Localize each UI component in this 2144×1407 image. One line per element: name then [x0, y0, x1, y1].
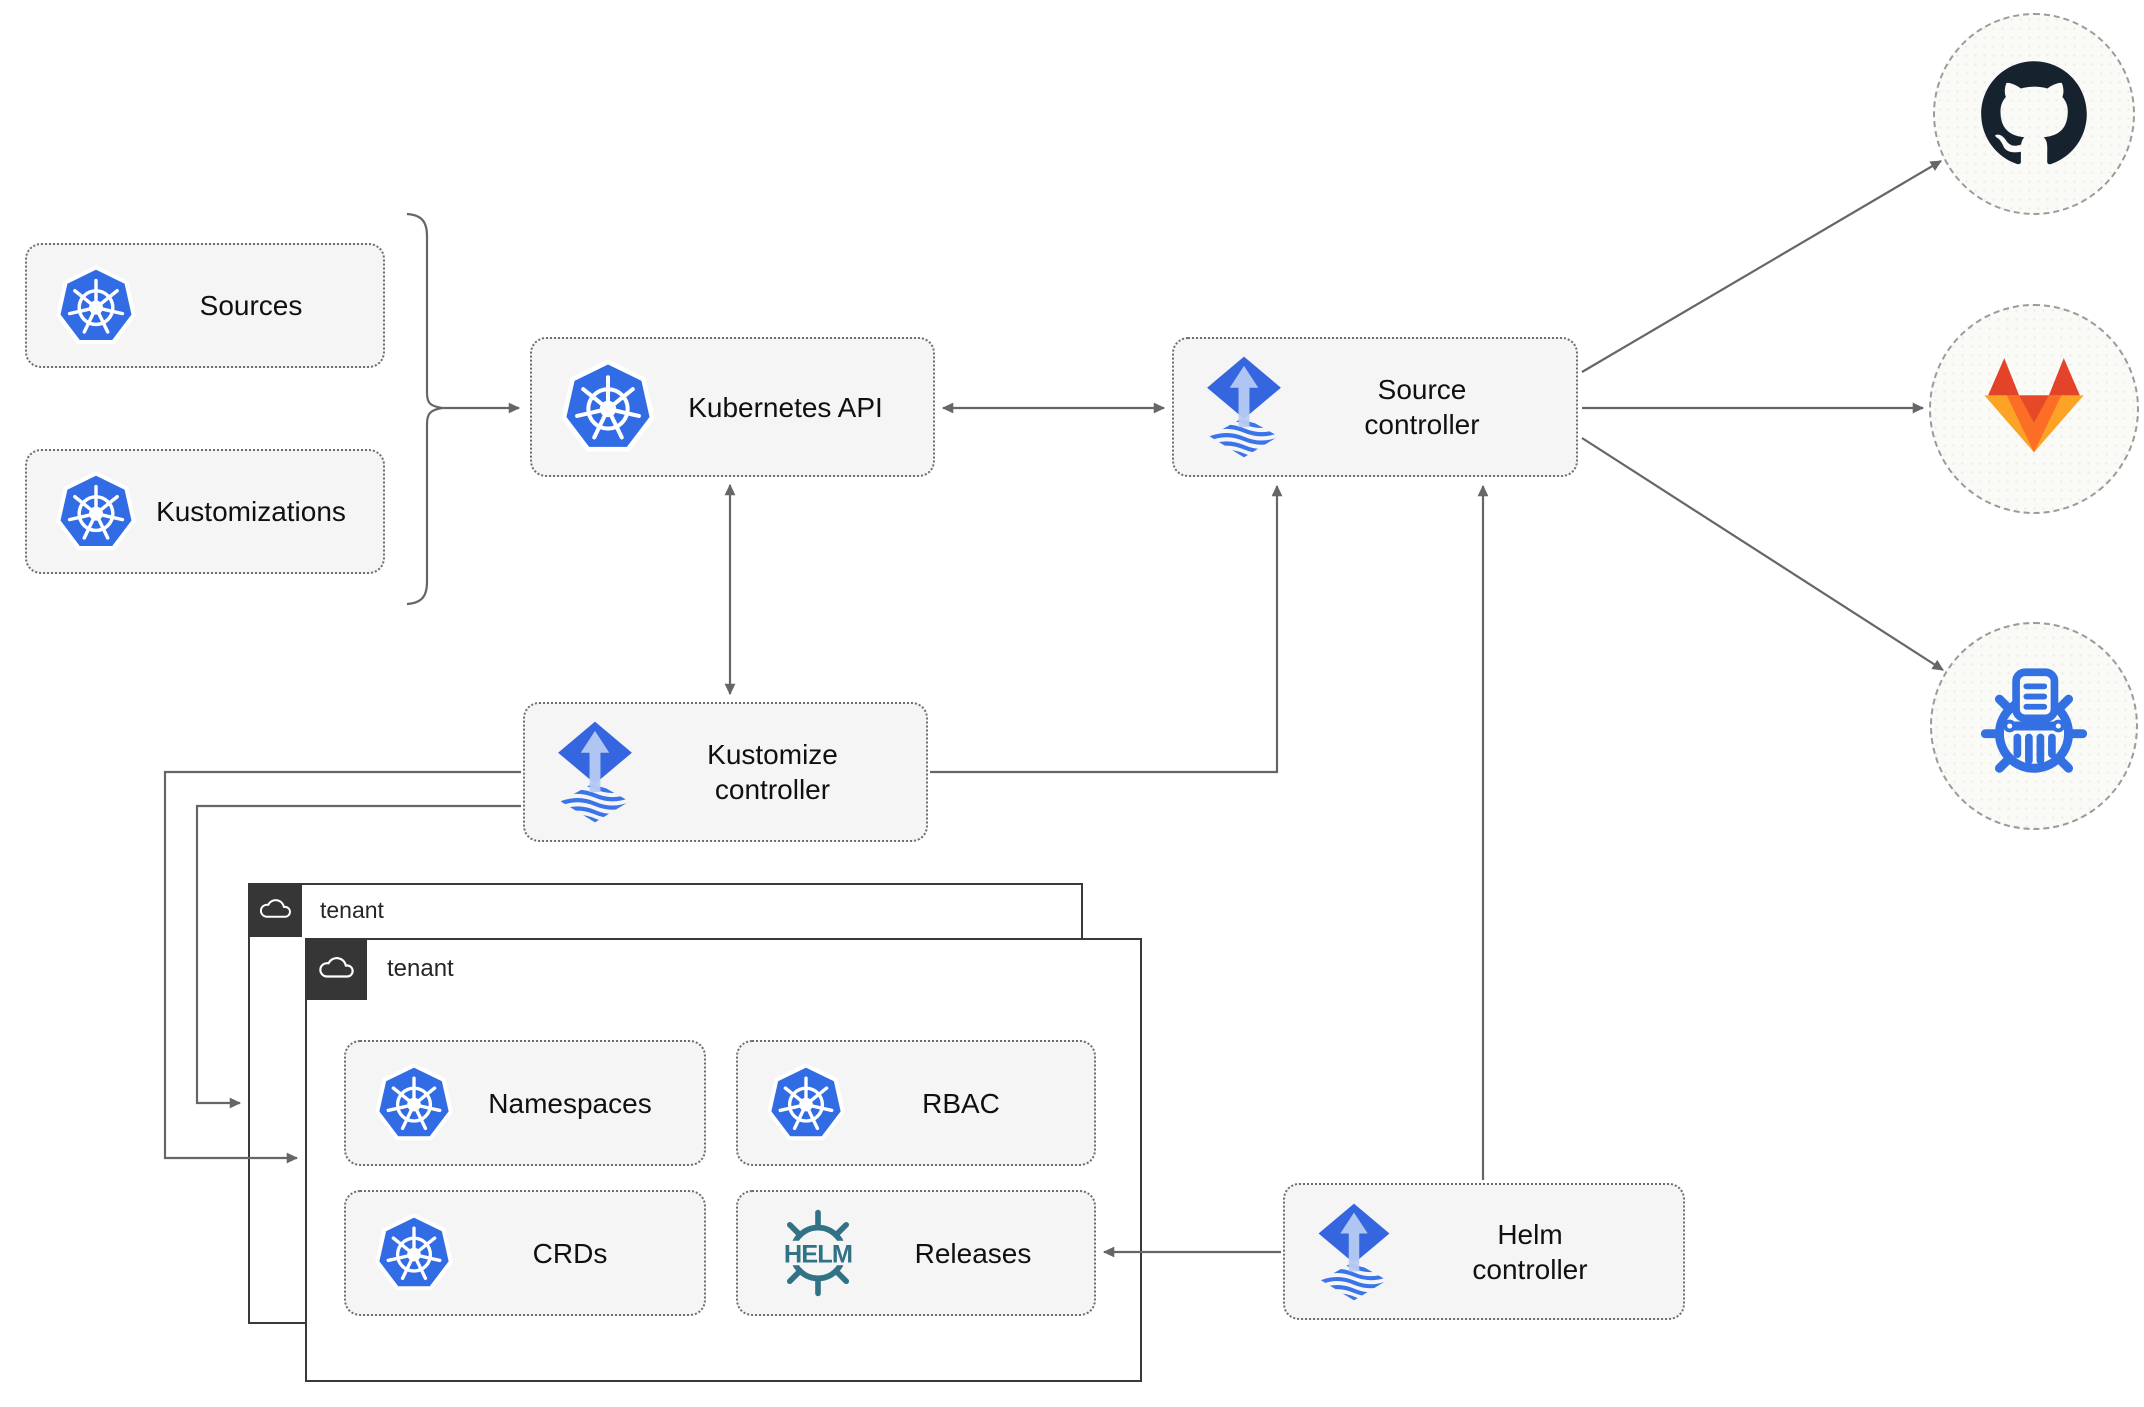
edge-kustomize-to-source-controller — [930, 484, 1283, 774]
node-label: RBAC — [922, 1087, 1000, 1119]
node-sources: Sources — [25, 243, 385, 368]
registry-helm-wheel-icon — [1980, 668, 2088, 773]
helm-wordmark: HELM — [784, 1240, 852, 1268]
node-label: Kustomize controller — [707, 739, 838, 805]
node-label: Namespaces — [488, 1087, 652, 1119]
kubernetes-icon — [55, 265, 137, 347]
provider-gitlab — [1929, 304, 2139, 514]
node-label: Kustomizations — [156, 496, 346, 527]
kubernetes-icon — [374, 1213, 454, 1293]
node-helm-controller: Helm controller — [1283, 1183, 1685, 1320]
node-namespaces: Namespaces — [344, 1040, 706, 1166]
node-label: CRDs — [532, 1237, 608, 1269]
node-label: Source controller — [1364, 374, 1480, 440]
node-label: Sources — [199, 290, 303, 321]
tenant-inner-label: tenant — [387, 955, 454, 982]
node-crds: CRDs — [344, 1190, 706, 1316]
node-kustomize-controller: Kustomize controller — [523, 702, 928, 842]
helm-icon: HELM — [766, 1206, 870, 1300]
kubernetes-icon — [374, 1063, 454, 1143]
gitlab-icon — [1984, 358, 2084, 453]
edge-source-to-registry — [1581, 437, 1944, 671]
node-kubernetes-api: Kubernetes API — [530, 337, 935, 477]
cloud-icon — [260, 899, 291, 918]
node-label: Releases — [914, 1237, 1032, 1269]
kubernetes-icon — [766, 1063, 846, 1143]
node-label: Helm controller — [1472, 1218, 1588, 1285]
flux-icon — [1313, 1202, 1395, 1302]
flux-icon — [553, 720, 637, 824]
bracket-sources-group — [406, 212, 443, 606]
node-rbac: RBAC — [736, 1040, 1096, 1166]
node-releases: HELM Releases — [736, 1190, 1096, 1316]
tenant-outer-label: tenant — [320, 897, 384, 923]
node-label: Kubernetes API — [688, 391, 883, 423]
flux-icon — [1202, 355, 1286, 459]
tenant-inner-badge — [305, 938, 367, 1000]
edge-source-to-github — [1581, 160, 1942, 373]
provider-container-registry — [1930, 622, 2138, 830]
tenant-outer-badge — [248, 883, 302, 937]
kubernetes-icon — [560, 359, 656, 455]
provider-github — [1933, 13, 2135, 215]
cloud-icon — [319, 957, 354, 978]
node-source-controller: Source controller — [1172, 337, 1578, 477]
kubernetes-icon — [55, 471, 137, 553]
node-kustomizations: Kustomizations — [25, 449, 385, 574]
github-icon — [1981, 61, 2087, 165]
